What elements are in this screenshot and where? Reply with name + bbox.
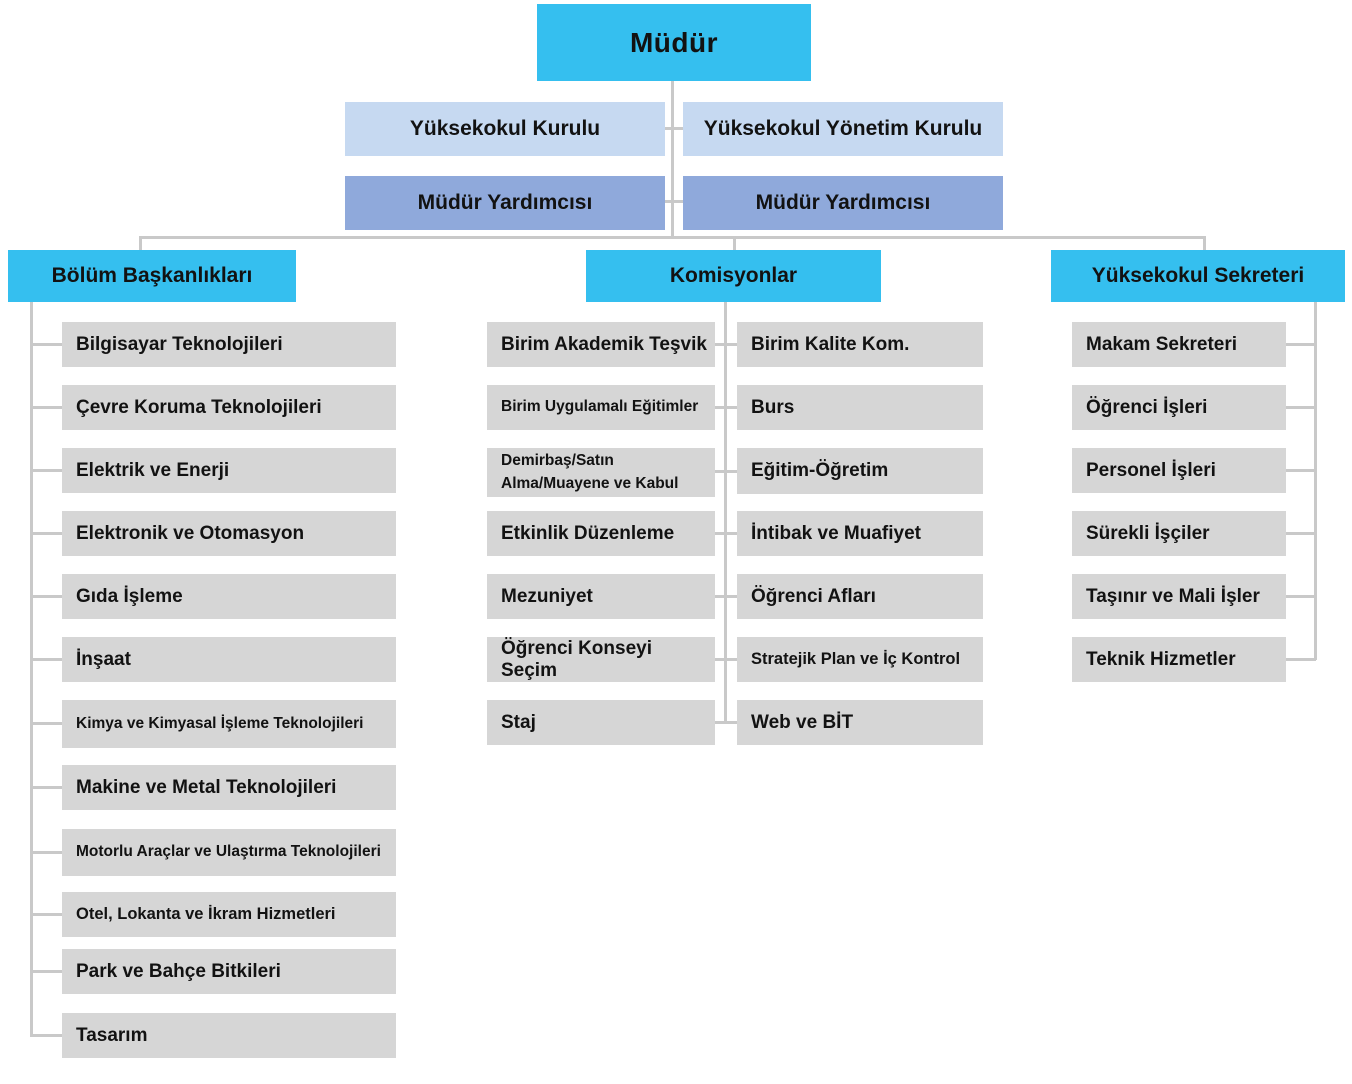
connector-line — [711, 595, 740, 598]
connector-line — [711, 532, 740, 535]
connector-line — [711, 406, 740, 409]
dept-box: Tasarım — [62, 1013, 396, 1058]
connector-line — [30, 786, 64, 789]
connector-line — [711, 343, 740, 346]
dept-box: Park ve Bahçe Bitkileri — [62, 949, 396, 994]
node-yonetim-kurulu: Yüksekokul Yönetim Kurulu — [683, 102, 1003, 156]
connector-line — [30, 302, 33, 1035]
dept-box: Bilgisayar Teknolojileri — [62, 322, 396, 367]
commission-box-left: Birim Akademik Teşvik — [487, 322, 715, 367]
branch-header-yuksekokul-sekreteri: Yüksekokul Sekreteri — [1051, 250, 1345, 302]
commission-box-left: Mezuniyet — [487, 574, 715, 619]
secretary-box: Makam Sekreteri — [1072, 322, 1286, 367]
dept-box: Çevre Koruma Teknolojileri — [62, 385, 396, 430]
connector-line — [30, 851, 64, 854]
commission-box-left: Etkinlik Düzenleme — [487, 511, 715, 556]
connector-line — [1286, 469, 1316, 472]
connector-line — [664, 127, 684, 130]
connector-line — [711, 470, 740, 473]
node-yuksekokul-kurulu: Yüksekokul Kurulu — [345, 102, 665, 156]
node-mudur-yardimcisi-left: Müdür Yardımcısı — [345, 176, 665, 230]
secretary-box: Personel İşleri — [1072, 448, 1286, 493]
connector-line — [30, 595, 64, 598]
connector-line — [733, 238, 736, 251]
connector-line — [30, 722, 64, 725]
dept-box: Gıda İşleme — [62, 574, 396, 619]
connector-line — [139, 236, 1206, 239]
branch-header-bolum-baskanliklari: Bölüm Başkanlıkları — [8, 250, 296, 302]
commission-box-left: Birim Uygulamalı Eğitimler — [487, 385, 715, 430]
connector-line — [30, 970, 64, 973]
dept-box: Makine ve Metal Teknolojileri — [62, 765, 396, 810]
secretary-box: Sürekli İşçiler — [1072, 511, 1286, 556]
connector-line — [1286, 532, 1316, 535]
commission-box-right: Öğrenci Afları — [737, 574, 983, 619]
dept-box: Otel, Lokanta ve İkram Hizmetleri — [62, 892, 396, 937]
connector-line — [30, 343, 64, 346]
connector-line — [1286, 343, 1316, 346]
node-mudur: Müdür — [537, 4, 811, 81]
connector-line — [1286, 406, 1316, 409]
commission-box-right: Burs — [737, 385, 983, 430]
connector-line — [30, 1034, 64, 1037]
connector-line — [671, 80, 674, 238]
connector-line — [664, 200, 684, 203]
secretary-box: Teknik Hizmetler — [1072, 637, 1286, 682]
connector-line — [724, 302, 727, 722]
commission-box-right: Web ve BİT — [737, 700, 983, 745]
dept-box: Kimya ve Kimyasal İşleme Teknolojileri — [62, 700, 396, 748]
branch-header-komisyonlar: Komisyonlar — [586, 250, 881, 302]
commission-box-right: Eğitim-Öğretim — [737, 448, 983, 494]
commission-box-right: Birim Kalite Kom. — [737, 322, 983, 367]
node-mudur-yardimcisi-right: Müdür Yardımcısı — [683, 176, 1003, 230]
commission-box-left: Staj — [487, 700, 715, 745]
connector-line — [711, 658, 740, 661]
connector-line — [1286, 658, 1316, 661]
dept-box: Elektrik ve Enerji — [62, 448, 396, 493]
connector-line — [1286, 595, 1316, 598]
secretary-box: Taşınır ve Mali İşler — [1072, 574, 1286, 619]
connector-line — [1314, 302, 1317, 660]
connector-line — [1203, 238, 1206, 251]
connector-line — [30, 469, 64, 472]
dept-box: Elektronik ve Otomasyon — [62, 511, 396, 556]
connector-line — [711, 721, 740, 724]
connector-line — [30, 913, 64, 916]
commission-box-right: Stratejik Plan ve İç Kontrol — [737, 637, 983, 682]
commission-box-left: Öğrenci Konseyi Seçim — [487, 637, 715, 682]
connector-line — [139, 238, 142, 251]
commission-box-left: Demirbaş/Satın Alma/Muayene ve Kabul — [487, 448, 715, 497]
connector-line — [30, 658, 64, 661]
connector-line — [30, 532, 64, 535]
commission-box-right: İntibak ve Muafiyet — [737, 511, 983, 556]
dept-box: Motorlu Araçlar ve Ulaştırma Teknolojile… — [62, 829, 396, 876]
connector-line — [30, 406, 64, 409]
dept-box: İnşaat — [62, 637, 396, 682]
secretary-box: Öğrenci İşleri — [1072, 385, 1286, 430]
